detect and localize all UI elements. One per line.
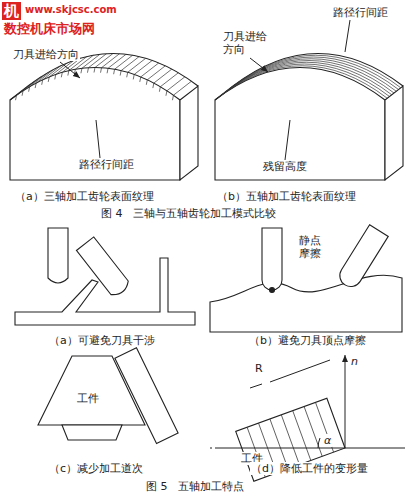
- label: （b）五轴加工齿轮表面纹理: [216, 190, 357, 203]
- texture-line: [102, 54, 120, 68]
- tooth-edge: [114, 69, 115, 74]
- gear-block-side: [385, 86, 403, 180]
- texture-line: [23, 77, 41, 91]
- label: 残留高度: [262, 160, 308, 173]
- cone-base: [62, 425, 122, 440]
- texture-curve: [222, 62, 392, 95]
- texture-line: [30, 73, 48, 87]
- tooth-edge: [133, 74, 134, 79]
- label: 静点 摩擦: [298, 234, 324, 260]
- leader-line: [96, 120, 100, 158]
- tooth-edge: [146, 80, 147, 85]
- leader-line: [345, 20, 350, 52]
- tooth-edge: [140, 77, 141, 82]
- tilted-tool: [336, 225, 389, 291]
- label: 路径行间距: [332, 6, 389, 19]
- label: R: [254, 362, 264, 375]
- tooth-edge: [35, 83, 36, 88]
- workpiece-surface: [215, 448, 405, 449]
- tooth-edge: [107, 68, 108, 73]
- texture-curve: [217, 66, 387, 99]
- vertical-tool: [48, 228, 68, 283]
- tilted-tool: [115, 348, 178, 444]
- label: 刀具进给 方向: [222, 30, 270, 56]
- label: （d）降低工件的变形量: [250, 462, 369, 475]
- tooth-edge: [22, 91, 23, 96]
- label: α: [323, 434, 332, 447]
- tooth-edge: [81, 68, 82, 73]
- label: n: [350, 355, 359, 368]
- tooth-edge: [172, 95, 173, 100]
- leader-line: [285, 120, 290, 160]
- tooth-edge: [61, 72, 62, 77]
- watermark: www.skjcsc.com: [24, 4, 118, 16]
- angle-arc: [318, 438, 320, 448]
- label: 图 4 三轴与五轴齿轮加工模式比较: [100, 207, 278, 220]
- texture-line: [121, 57, 139, 71]
- leader-arrow: [250, 58, 268, 72]
- texture-line: [147, 66, 165, 80]
- texture-line: [173, 81, 191, 95]
- texture-line: [160, 73, 178, 87]
- label: 图 5 五轴加工特点: [145, 480, 246, 493]
- label: （b）避免刀具顶点摩擦: [248, 334, 367, 347]
- ball-tool: [262, 228, 282, 290]
- tip-dot: [270, 288, 275, 293]
- texture-line: [115, 55, 133, 69]
- texture-line: [141, 63, 159, 77]
- tooth-edge: [94, 68, 95, 73]
- dimension-line: [270, 360, 330, 382]
- texture-line: [108, 54, 126, 68]
- texture-curve: [231, 55, 401, 88]
- texture-line: [17, 81, 35, 95]
- gear-block: [10, 68, 180, 181]
- workpiece: [210, 275, 402, 332]
- dimension-line: [250, 384, 262, 388]
- watermark: 数控机床市场网: [3, 21, 96, 37]
- texture-curve: [220, 64, 390, 97]
- texture-line: [36, 69, 54, 83]
- watermark: 机: [2, 2, 21, 20]
- texture-curve: [224, 61, 394, 94]
- label: （a）可避免刀具干涉: [48, 334, 156, 347]
- tooth-edge: [16, 95, 17, 100]
- label: 工件: [76, 392, 100, 405]
- texture-curve: [229, 57, 399, 90]
- texture-line: [56, 60, 74, 74]
- tooth-edge: [101, 68, 102, 73]
- gear-block-side: [180, 86, 198, 180]
- tooth-edge: [68, 71, 69, 76]
- tooth-edge: [159, 87, 160, 92]
- tooth-edge: [127, 72, 128, 77]
- label: 路径行间距: [78, 158, 135, 171]
- tooth-edge: [120, 71, 121, 76]
- tilted-tool: [76, 237, 131, 299]
- tooth-edge: [29, 87, 30, 92]
- tooth-edge: [87, 68, 88, 73]
- tooth-edge: [42, 80, 43, 85]
- leader-arrow: [60, 62, 80, 78]
- texture-curve: [226, 59, 396, 92]
- texture-line: [128, 58, 146, 72]
- gear-back-edge: [215, 54, 403, 101]
- tooth-edge: [166, 91, 167, 96]
- normal-arrow: [345, 355, 346, 448]
- tooth-edge: [48, 77, 49, 82]
- label: （a）三轴加工齿轮表面纹理: [14, 190, 155, 203]
- tooth-edge: [153, 83, 154, 88]
- gear-block: [215, 68, 385, 181]
- texture-line: [134, 60, 152, 74]
- tool-stripe: [315, 402, 333, 452]
- tick: [210, 448, 212, 449]
- label: （c）减少加工道次: [48, 462, 144, 475]
- label: 刀具进给方向: [12, 48, 80, 61]
- texture-line: [154, 69, 172, 83]
- tooth-edge: [55, 74, 56, 79]
